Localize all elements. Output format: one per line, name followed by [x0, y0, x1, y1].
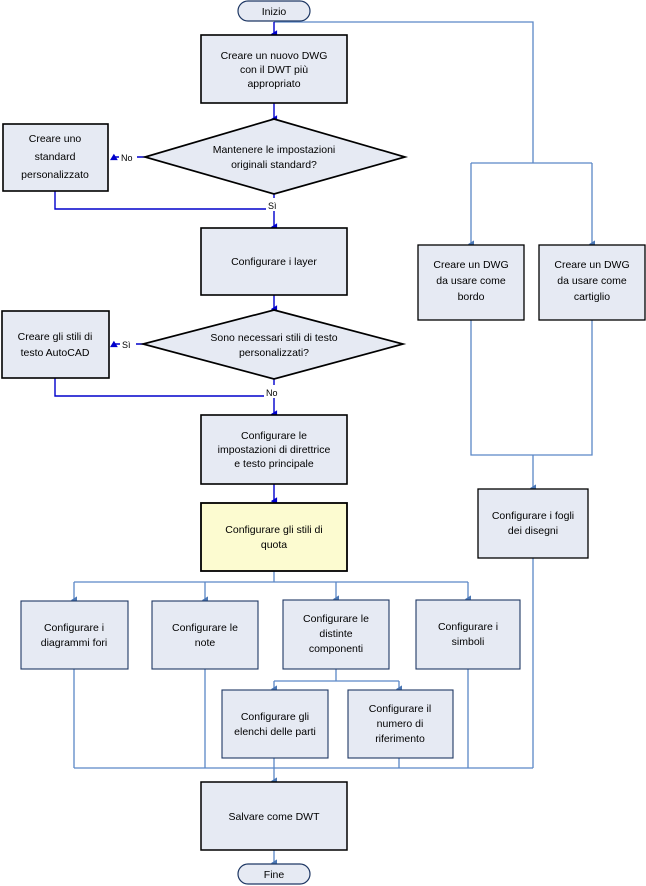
- notes-line2: note: [195, 637, 216, 649]
- end-shape: [237, 863, 311, 885]
- balloon-number-line3: riferimento: [375, 733, 425, 745]
- label-bg-si1: [266, 198, 282, 211]
- edge-labels: No Sì Sì No: [119, 150, 282, 398]
- dim-styles-line2: quota: [261, 539, 287, 551]
- custom-standard-line3: personalizzato: [21, 169, 89, 181]
- connectors-secondary: [71, 21, 596, 867]
- border-dwg-line1: Creare un DWG: [433, 259, 508, 271]
- bom-line2: distinte: [319, 628, 352, 640]
- autocad-text-styles-shape: [1, 310, 110, 379]
- new-dwg-shape: [200, 34, 348, 104]
- label-bg-si2: [120, 337, 136, 350]
- node-autocad-text-styles[interactable]: Creare gli stili di testo AutoCAD: [1, 310, 110, 379]
- custom-standard-shape: [2, 123, 109, 192]
- node-bom[interactable]: Configurare le distinte componenti: [282, 599, 390, 670]
- parts-lists-line1: Configurare gli: [241, 711, 309, 723]
- save-dwt-line1: Salvare come DWT: [228, 811, 320, 823]
- node-start[interactable]: Inizio: [237, 0, 311, 22]
- node-border-dwg[interactable]: Creare un DWG da usare come bordo: [417, 244, 525, 321]
- notes-shape: [151, 600, 259, 670]
- hole-charts-line1: Configurare i: [44, 622, 104, 634]
- save-dwt-shape: [200, 781, 348, 851]
- custom-standard-line2: standard: [35, 151, 76, 163]
- titleblock-dwg-line2: da usare come: [557, 275, 627, 287]
- node-parts-lists[interactable]: Configurare gli elenchi delle parti: [221, 689, 329, 759]
- node-leader-main-text[interactable]: Configurare le impostazioni di direttric…: [200, 414, 348, 485]
- node-save-dwt[interactable]: Salvare come DWT: [200, 781, 348, 851]
- leader-main-text-line1: Configurare le: [241, 430, 307, 442]
- custom-standard-line1: Creare uno: [29, 133, 82, 145]
- parts-lists-shape: [221, 689, 329, 759]
- edge-text-styles-rejoin: [54, 378, 274, 397]
- titleblock-dwg-line1: Creare un DWG: [554, 259, 629, 271]
- decision-standard-line2: originali standard?: [231, 159, 317, 171]
- edge-right-merge: [470, 320, 593, 456]
- node-symbols[interactable]: Configurare i simboli: [415, 599, 521, 670]
- decision-text-styles-line2: personalizzati?: [239, 347, 309, 359]
- label-bg-no2: [264, 385, 282, 398]
- titleblock-dwg-line3: cartiglio: [574, 291, 610, 303]
- parts-lists-line2: elenchi delle parti: [234, 726, 316, 738]
- node-decision-text-styles[interactable]: Sono necessari stili di testo personaliz…: [139, 309, 407, 380]
- decision-text-styles-shape: [139, 309, 407, 380]
- hole-charts-shape: [20, 600, 129, 670]
- bom-shape: [282, 599, 390, 670]
- start-label: Inizio: [262, 6, 287, 18]
- leader-main-text-line2: impostazioni di direttrice: [218, 444, 331, 456]
- leader-main-text-line3: e testo principale: [234, 458, 314, 470]
- notes-line1: Configurare le: [172, 622, 238, 634]
- new-dwg-line3: appropriato: [247, 78, 300, 90]
- node-end[interactable]: Fine: [237, 863, 311, 885]
- symbols-line1: Configurare i: [438, 621, 498, 633]
- node-decision-standard[interactable]: Mantenere le impostazioni originali stan…: [141, 118, 409, 195]
- border-dwg-line2: da usare come: [436, 275, 506, 287]
- dim-styles-shape: [200, 502, 348, 572]
- decision-text-styles-line1: Sono necessari stili di testo: [210, 332, 337, 344]
- node-custom-standard[interactable]: Creare uno standard personalizzato: [2, 123, 109, 192]
- border-dwg-line3: bordo: [458, 291, 485, 303]
- autocad-text-styles-line1: Creare gli stili di: [18, 331, 93, 343]
- symbols-shape: [415, 599, 521, 670]
- end-label: Fine: [264, 869, 285, 881]
- bom-line1: Configurare le: [303, 613, 369, 625]
- new-dwg-line2: con il DWT più: [240, 64, 308, 76]
- config-layer-line1: Configurare i layer: [231, 256, 317, 268]
- balloon-number-shape: [347, 689, 454, 759]
- dim-styles-line1: Configurare gli stili di: [225, 524, 322, 536]
- edge-label-standard-yes: Sì: [268, 201, 277, 211]
- bom-line3: componenti: [309, 643, 363, 655]
- sheets-line2: dei disegni: [508, 525, 558, 537]
- node-notes[interactable]: Configurare le note: [151, 600, 259, 670]
- edge-label-standard-no: No: [121, 153, 133, 163]
- edge-label-text-styles-yes: Sì: [122, 340, 131, 350]
- balloon-number-line2: numero di: [377, 718, 424, 730]
- sheets-shape: [477, 488, 589, 559]
- node-titleblock-dwg[interactable]: Creare un DWG da usare come cartiglio: [538, 244, 646, 321]
- titleblock-dwg-shape: [538, 244, 646, 321]
- node-hole-charts[interactable]: Configurare i diagrammi fori: [20, 600, 129, 670]
- balloon-number-line1: Configurare il: [369, 703, 431, 715]
- start-shape: [237, 0, 311, 22]
- node-new-dwg[interactable]: Creare un nuovo DWG con il DWT più appro…: [200, 34, 348, 104]
- edge-custom-standard-rejoin: [54, 191, 274, 210]
- decision-standard-line1: Mantenere le impostazioni: [213, 144, 336, 156]
- new-dwg-line1: Creare un nuovo DWG: [221, 50, 328, 62]
- edge-label-text-styles-no: No: [266, 388, 278, 398]
- config-layer-shape: [200, 227, 348, 296]
- symbols-line2: simboli: [452, 636, 485, 648]
- node-config-layer[interactable]: Configurare i layer: [200, 227, 348, 296]
- decision-standard-shape: [141, 118, 409, 195]
- leader-main-text-shape: [200, 414, 348, 485]
- autocad-text-styles-line2: testo AutoCAD: [21, 347, 90, 359]
- label-bg-no1: [119, 150, 137, 163]
- edge-start-to-right-branch: [274, 21, 534, 163]
- node-dim-styles[interactable]: Configurare gli stili di quota: [200, 502, 348, 572]
- hole-charts-line2: diagrammi fori: [41, 637, 108, 649]
- node-sheets[interactable]: Configurare i fogli dei disegni: [477, 488, 589, 559]
- node-balloon-number[interactable]: Configurare il numero di riferimento: [347, 689, 454, 759]
- border-dwg-shape: [417, 244, 525, 321]
- sheets-line1: Configurare i fogli: [492, 510, 574, 522]
